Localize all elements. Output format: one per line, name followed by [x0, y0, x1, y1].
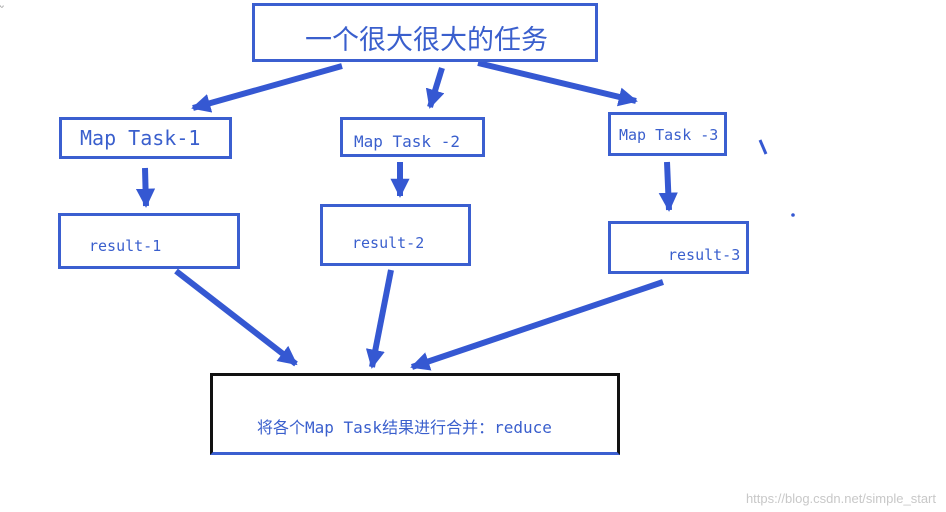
result-1-label: result-1 [89, 237, 162, 255]
result-1-box: result-1 [58, 213, 240, 269]
task-3-box: Map Task -3 [608, 112, 727, 156]
result-3-box: result-3 [608, 221, 749, 274]
task-1-label: Map Task-1 [80, 126, 201, 150]
watermark: https://blog.csdn.net/simple_start [745, 491, 936, 506]
reduce-box: 将各个Map Task结果进行合并：reduce [210, 373, 620, 455]
task-2-box: Map Task -2 [340, 117, 485, 157]
arrow-title-to-task-2 [425, 67, 445, 109]
result-3-label: result-3 [668, 246, 741, 264]
stray-dot [791, 213, 795, 217]
arrow-result-2-to-reduce [365, 269, 394, 369]
arrow-title-to-task-3 [477, 60, 638, 107]
arrow-task-3-to-result-3 [658, 161, 678, 212]
title-box: 一个很大很大的任务 [252, 3, 598, 62]
arrow-result-3-to-reduce [410, 279, 664, 371]
arrow-result-1-to-reduce [174, 268, 298, 367]
stray-pen-mark [758, 139, 768, 155]
arrow-title-to-task-1 [191, 63, 343, 113]
corner-mark: ᵕ [0, 2, 4, 13]
arrow-task-1-to-result-1 [135, 167, 156, 208]
reduce-label: 将各个Map Task结果进行合并：reduce [257, 418, 552, 437]
result-2-box: result-2 [320, 204, 471, 266]
task-1-box: Map Task-1 [59, 117, 232, 159]
task-3-label: Map Task -3 [619, 126, 719, 144]
result-2-label: result-2 [352, 234, 425, 252]
title-text: 一个很大很大的任务 [305, 25, 548, 56]
task-2-label: Map Task -2 [354, 132, 460, 151]
